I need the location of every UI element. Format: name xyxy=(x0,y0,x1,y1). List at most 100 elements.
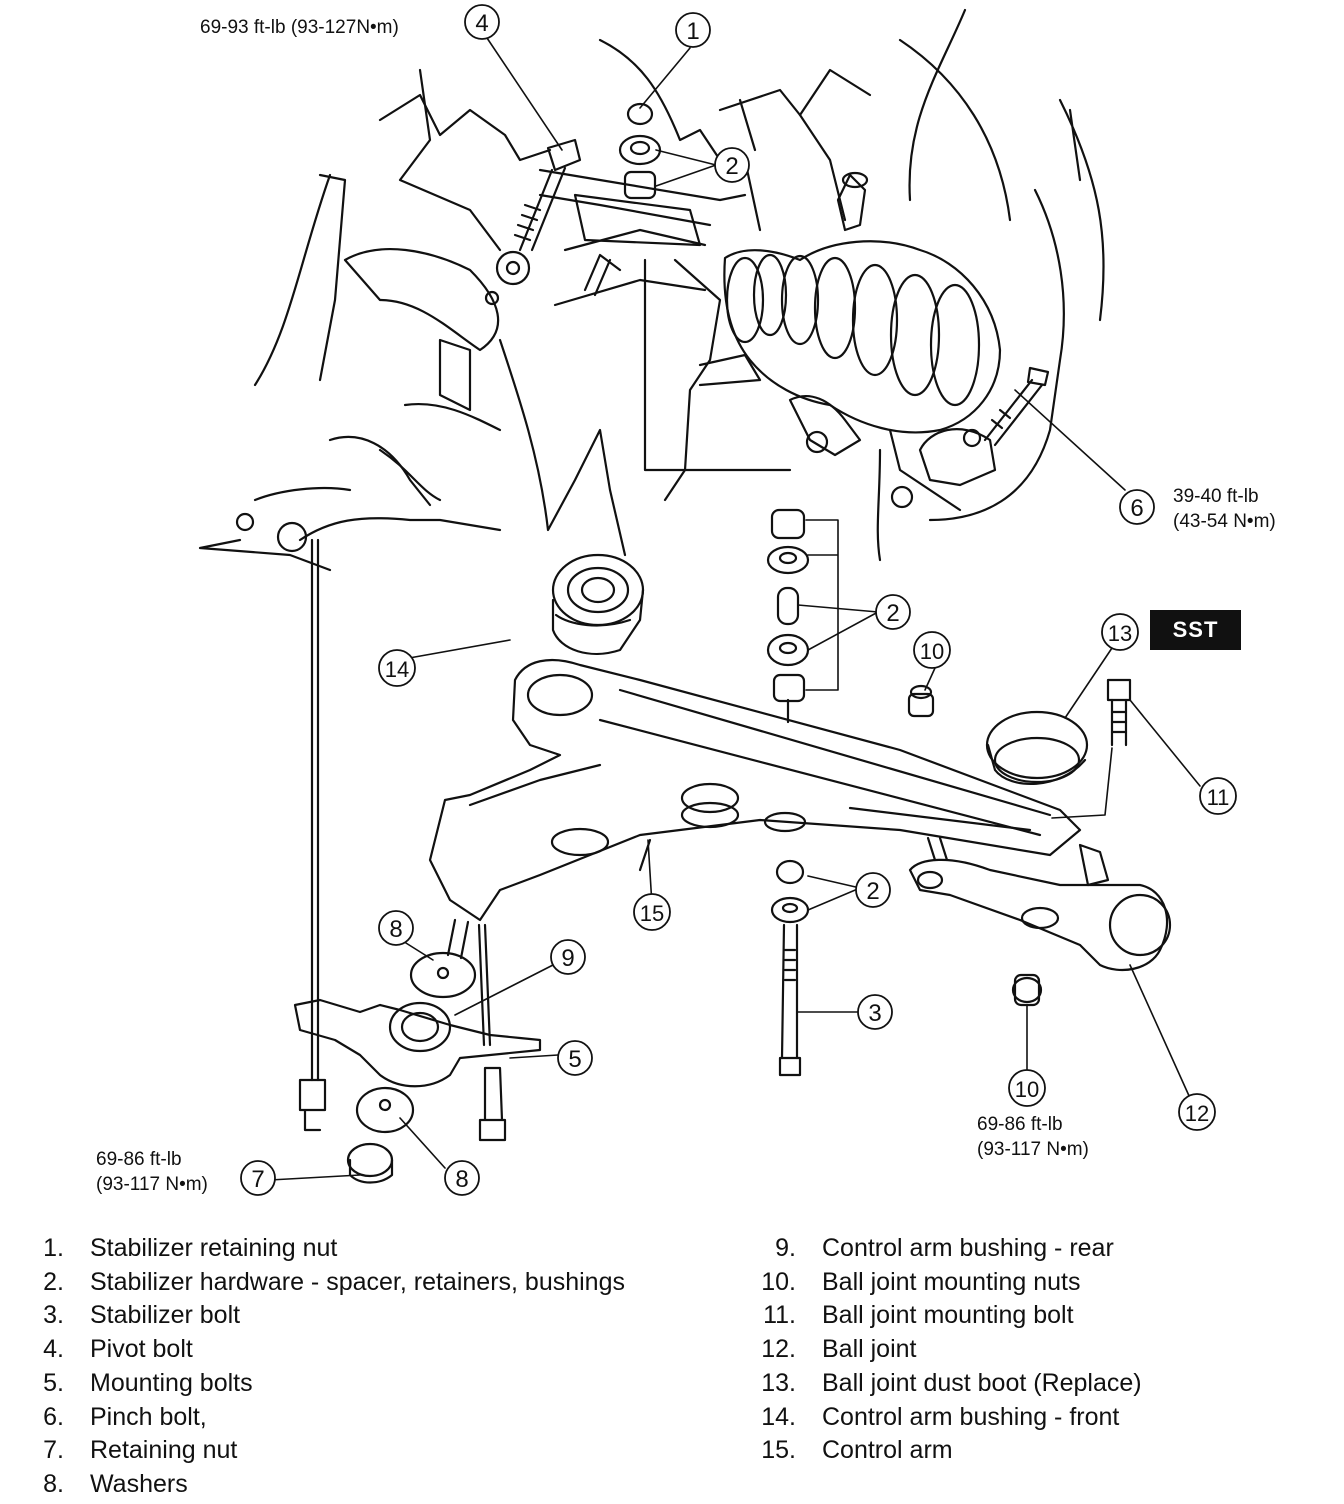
callout-10-bottom: 10 xyxy=(1008,1069,1046,1107)
svg-text:10: 10 xyxy=(1015,1077,1039,1102)
callout-2-middle: 2 xyxy=(875,594,911,630)
legend-item: 12. Ball joint xyxy=(740,1333,1142,1367)
callout-8-bottom: 8 xyxy=(444,1160,480,1196)
legend-item: 11. Ball joint mounting bolt xyxy=(740,1299,1142,1333)
callout-12: 12 xyxy=(1178,1093,1216,1131)
callout-10-top: 10 xyxy=(913,631,951,669)
sst-badge: SST xyxy=(1150,610,1241,650)
svg-text:4: 4 xyxy=(475,10,488,37)
leader-lines xyxy=(269,37,1201,1181)
svg-text:11: 11 xyxy=(1207,785,1230,810)
legend-number: 7. xyxy=(43,1436,64,1465)
legend-text: Control arm bushing - front xyxy=(822,1402,1120,1431)
legend-item: 15. Control arm xyxy=(740,1434,1142,1468)
legend-text: Retaining nut xyxy=(90,1436,238,1465)
legend-text: Stabilizer bolt xyxy=(90,1301,241,1330)
callout-11: 11 xyxy=(1199,777,1237,815)
svg-text:14: 14 xyxy=(385,657,409,682)
legend-number: 9. xyxy=(775,1234,796,1262)
legend-item: 8. Washers xyxy=(24,1468,625,1502)
pivot-bolt xyxy=(484,138,582,306)
svg-text:2: 2 xyxy=(866,878,879,905)
legend-item: 9. Control arm bushing - rear xyxy=(740,1232,1142,1266)
bushing-rear-assembly xyxy=(235,512,542,1184)
callout-13: 13 xyxy=(1101,613,1139,651)
legend-text: Stabilizer hardware - spacer, retainers,… xyxy=(90,1267,625,1296)
bushing-front xyxy=(551,553,645,655)
svg-text:12: 12 xyxy=(1185,1101,1209,1126)
legend-item: 14. Control arm bushing - front xyxy=(740,1401,1142,1435)
torque-ball-joint-nuts: 69-86 ft-lb (93-117 N•m) xyxy=(977,1112,1089,1162)
callout-labels: 1 2 4 6 2 10 13 14 xyxy=(240,4,1237,1196)
legend-number: 8. xyxy=(43,1469,64,1498)
legend-number: 15. xyxy=(761,1436,796,1465)
legend-text: Control arm xyxy=(822,1436,953,1465)
legend-text: Ball joint dust boot (Replace) xyxy=(822,1368,1142,1397)
svg-text:2: 2 xyxy=(725,153,738,180)
body-frame-outline xyxy=(198,8,1105,572)
callout-15: 15 xyxy=(633,893,671,931)
torque-retaining-nut-line1: 69-86 ft-lb xyxy=(96,1149,182,1170)
legend-text: Pinch bolt, xyxy=(90,1402,207,1431)
svg-text:9: 9 xyxy=(561,945,574,972)
stabilizer-nut-top xyxy=(618,102,662,200)
legend-text: Ball joint mounting nuts xyxy=(822,1267,1081,1296)
legend-item: 6.Pinch bolt, xyxy=(24,1401,625,1435)
callout-2-bottom: 2 xyxy=(855,872,891,908)
legend-text: Stabilizer retaining nut xyxy=(90,1234,338,1262)
svg-text:3: 3 xyxy=(868,1000,881,1027)
suspension-exploded-diagram: 1 2 4 6 2 10 13 14 xyxy=(198,4,1237,1196)
svg-text:7: 7 xyxy=(251,1166,264,1193)
callout-2-top: 2 xyxy=(714,147,750,183)
legend-item: 3.Stabilizer bolt xyxy=(24,1299,625,1333)
legend-text: Control arm bushing - rear xyxy=(822,1234,1114,1262)
legend-item: 10. Ball joint mounting nuts xyxy=(740,1266,1142,1300)
steering-knuckle xyxy=(788,171,997,509)
callout-14: 14 xyxy=(378,649,416,687)
legend-number: 11. xyxy=(763,1301,796,1330)
legend-number: 12. xyxy=(761,1335,796,1364)
legend-text: Ball joint xyxy=(822,1335,917,1364)
legend-item: 5. Mounting bolts xyxy=(24,1367,625,1401)
svg-text:8: 8 xyxy=(455,1166,468,1193)
callout-3: 3 xyxy=(857,994,893,1030)
torque-retaining-nut-line2: (93-117 N•m) xyxy=(96,1174,208,1195)
callout-9: 9 xyxy=(550,939,586,975)
torque-pinch-bolt-line2: (43-54 N•m) xyxy=(1173,511,1276,532)
stabilizer-bolt xyxy=(770,859,810,1077)
stabilizer-link-middle xyxy=(766,508,810,724)
callout-4: 4 xyxy=(464,4,500,40)
svg-text:6: 6 xyxy=(1130,495,1143,522)
legend-item: 2.Stabilizer hardware - spacer, retainer… xyxy=(24,1266,625,1300)
legend-number: 4. xyxy=(43,1335,64,1364)
callout-8-top: 8 xyxy=(378,910,414,946)
svg-text:1: 1 xyxy=(686,18,699,45)
control-arm xyxy=(428,658,1082,922)
legend-number: 10. xyxy=(761,1267,796,1296)
stabilizer-bar xyxy=(538,168,747,297)
callout-1: 1 xyxy=(675,12,711,48)
torque-ball-joint-nuts-line2: (93-117 N•m) xyxy=(977,1139,1089,1160)
legend-number: 14. xyxy=(761,1402,796,1431)
pinch-bolt xyxy=(983,366,1050,447)
legend-text: Washers xyxy=(90,1469,188,1498)
svg-text:5: 5 xyxy=(568,1046,581,1073)
legend-item: 13. Ball joint dust boot (Replace) xyxy=(740,1367,1142,1401)
torque-pivot-bolt: 69-93 ft-lb (93-127N•m) xyxy=(200,17,399,38)
legend-number: 5. xyxy=(43,1368,64,1397)
legend-item: 4.Pivot bolt xyxy=(24,1333,625,1367)
torque-pinch-bolt-line1: 39-40 ft-lb xyxy=(1173,486,1259,507)
legend-item: 1.Stabilizer retaining nut xyxy=(24,1232,625,1266)
torque-pinch-bolt: 39-40 ft-lb (43-54 N•m) xyxy=(1173,484,1276,534)
legend-right: 9. Control arm bushing - rear 10. Ball join… xyxy=(740,1232,1142,1468)
legend-text: Ball joint mounting bolt xyxy=(822,1301,1074,1330)
torque-retaining-nut: 69-86 ft-lb (93-117 N•m) xyxy=(96,1147,208,1197)
svg-text:10: 10 xyxy=(920,639,944,664)
svg-text:15: 15 xyxy=(640,901,664,926)
ball-joint-assembly xyxy=(907,678,1172,1007)
legend-text: Mounting bolts xyxy=(90,1368,253,1397)
svg-text:2: 2 xyxy=(886,600,899,627)
legend-number: 13. xyxy=(761,1368,796,1397)
callout-7: 7 xyxy=(240,1160,276,1196)
